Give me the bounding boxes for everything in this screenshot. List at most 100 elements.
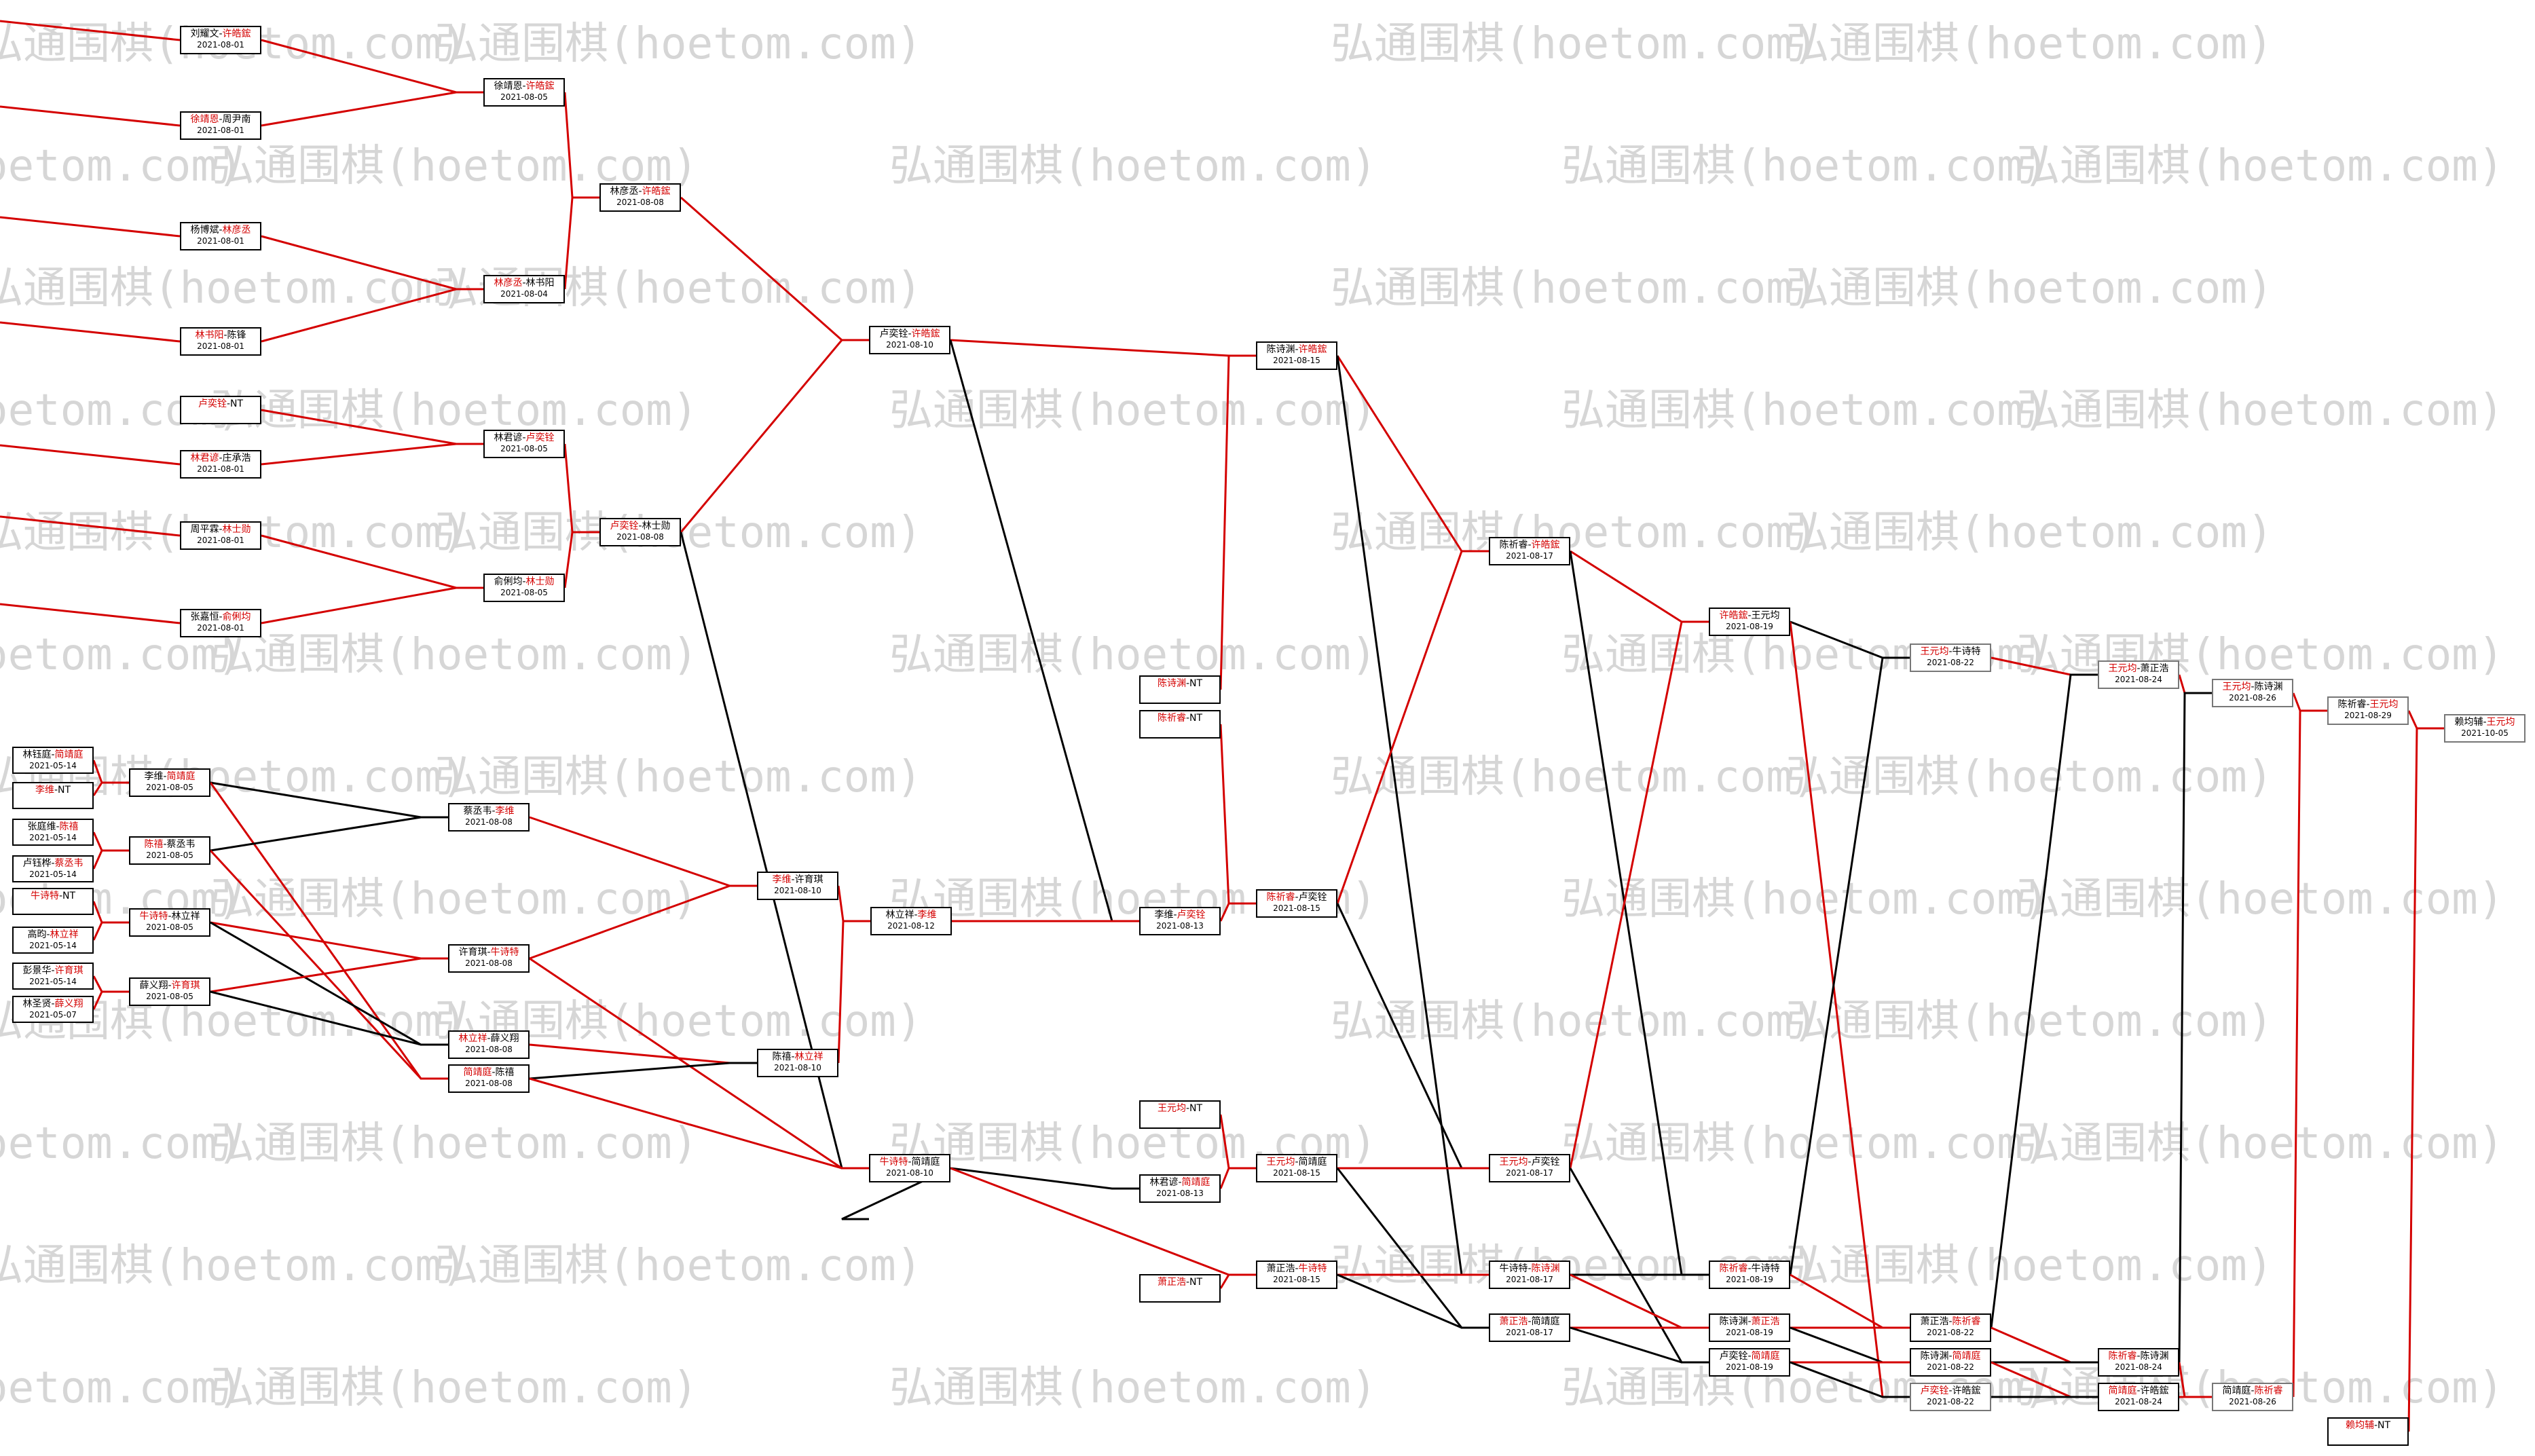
game-players: 林圣贤-薛义翔 <box>22 998 83 1009</box>
game-date: 2021-08-08 <box>465 1079 513 1088</box>
game-box[interactable]: 李维-NT <box>12 782 94 809</box>
game-date: 2021-10-05 <box>2461 728 2509 738</box>
separator: - <box>2373 1420 2378 1431</box>
player-2: 许育琪 <box>171 980 200 991</box>
separator: - <box>168 911 172 922</box>
player-1: 卢奕铨 <box>610 521 639 531</box>
game-date: 2021-08-05 <box>500 444 548 453</box>
game-box[interactable]: 陈祈睿-NT <box>1139 710 1221 739</box>
game-box[interactable]: 王元均-NT <box>1139 1100 1221 1129</box>
game-date: 2021-08-29 <box>2344 711 2392 720</box>
bracket-connector <box>1336 903 1489 1170</box>
game-date: 2021-08-05 <box>146 851 193 860</box>
separator: - <box>51 998 55 1009</box>
game-box[interactable]: 萧正浩-NT <box>1139 1274 1221 1303</box>
game-box[interactable]: 卢奕铨-NT <box>180 396 261 424</box>
separator: - <box>163 771 167 782</box>
player-2: NT <box>58 785 71 796</box>
player-2: 王元均 <box>2486 717 2515 728</box>
bracket-connector <box>1337 1273 1489 1329</box>
separator: - <box>1295 1157 1299 1168</box>
player-1: 林君谚 <box>190 453 219 464</box>
bracket-connector <box>209 849 448 1080</box>
game-players: 牛诗特-陈诗渊 <box>1499 1263 1559 1274</box>
game-box[interactable]: 牛诗特-NT <box>12 888 94 915</box>
separator: - <box>522 278 526 288</box>
player-2: 薛义翔 <box>490 1033 519 1044</box>
player-2: 许育琪 <box>794 874 824 885</box>
game-date: 2021-08-17 <box>1506 1275 1553 1284</box>
player-2: 许皓鋐 <box>911 329 940 339</box>
game-box[interactable]: 赖均辅-NT <box>2327 1417 2409 1446</box>
player-1: 简靖庭 <box>463 1067 492 1078</box>
bracket-connector <box>92 921 129 941</box>
player-2: 林士勋 <box>222 524 251 535</box>
bracket-connector <box>2178 692 2212 1363</box>
game-players: 陈祈睿-陈诗渊 <box>2108 1351 2168 1362</box>
game-date: 2021-08-10 <box>774 886 821 895</box>
bracket-connector <box>1991 656 2098 676</box>
game-date: 2021-05-14 <box>29 761 77 770</box>
game-date: 2021-08-13 <box>1156 1189 1204 1198</box>
game-box[interactable]: 陈诗渊-NT <box>1139 675 1221 704</box>
game-players: 王元均-牛诗特 <box>1920 646 1980 657</box>
